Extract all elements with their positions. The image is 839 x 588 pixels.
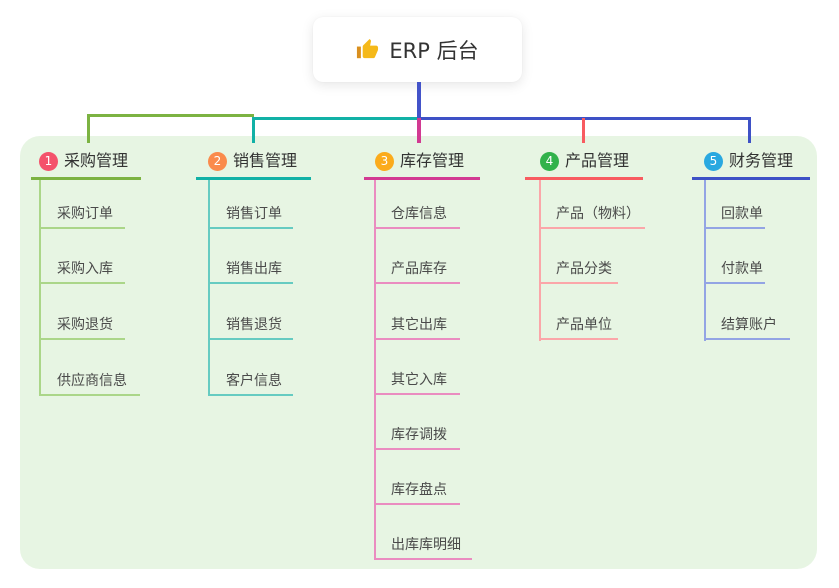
- connector-drop-sales: [252, 117, 255, 143]
- child-node[interactable]: 客户信息: [226, 373, 282, 389]
- spine-purchase: [39, 180, 41, 396]
- child-underline: [208, 338, 293, 340]
- child-node[interactable]: 付款单: [721, 261, 763, 277]
- branch-badge-finance: 5: [704, 152, 723, 171]
- child-underline: [374, 282, 460, 284]
- root-title: ERP 后台: [389, 38, 479, 63]
- branch-underline-inventory: [364, 177, 480, 180]
- connector-bus-finance: [419, 117, 751, 120]
- branch-badge-purchase: 1: [39, 152, 58, 171]
- child-node[interactable]: 销售退货: [226, 317, 282, 333]
- child-underline: [39, 282, 125, 284]
- child-node[interactable]: 回款单: [721, 206, 763, 222]
- root-node[interactable]: ERP 后台: [313, 17, 522, 82]
- connector-root-stem: [417, 82, 421, 120]
- spine-inventory: [374, 180, 376, 560]
- mindmap-panel: [20, 136, 817, 569]
- connector-bus-purchase: [87, 114, 254, 117]
- child-node[interactable]: 库存调拨: [391, 427, 447, 443]
- spine-product: [539, 180, 541, 341]
- spine-finance: [704, 180, 706, 341]
- branch-badge-sales: 2: [208, 152, 227, 171]
- child-node[interactable]: 库存盘点: [391, 482, 447, 498]
- branch-underline-purchase: [31, 177, 141, 180]
- branch-underline-product: [525, 177, 643, 180]
- connector-drop-finance: [748, 117, 751, 143]
- child-underline: [39, 338, 125, 340]
- thumbs-up-icon: [357, 38, 379, 59]
- child-underline: [39, 227, 125, 229]
- child-underline: [208, 227, 293, 229]
- child-node[interactable]: 结算账户: [721, 317, 777, 333]
- child-underline: [374, 503, 460, 505]
- spine-sales: [208, 180, 210, 396]
- branch-badge-inventory: 3: [375, 152, 394, 171]
- child-underline: [539, 282, 618, 284]
- branch-badge-product: 4: [540, 152, 559, 171]
- branch-title-finance[interactable]: 财务管理: [729, 151, 794, 170]
- child-node[interactable]: 销售出库: [226, 261, 282, 277]
- connector-drop-purchase: [87, 114, 90, 143]
- connector-drop-inventory: [417, 118, 421, 143]
- connector-bus-sales: [252, 117, 419, 120]
- child-node[interactable]: 产品分类: [556, 261, 612, 277]
- child-node[interactable]: 采购订单: [57, 206, 113, 222]
- branch-title-purchase[interactable]: 采购管理: [64, 151, 129, 170]
- connector-drop-product: [582, 118, 585, 143]
- child-underline: [704, 282, 765, 284]
- child-node[interactable]: 产品（物料）: [556, 206, 640, 222]
- child-node[interactable]: 供应商信息: [57, 373, 127, 389]
- branch-title-inventory[interactable]: 库存管理: [400, 151, 465, 170]
- branch-underline-finance: [692, 177, 810, 180]
- child-node[interactable]: 采购入库: [57, 261, 113, 277]
- child-node[interactable]: 其它入库: [391, 372, 447, 388]
- branch-underline-sales: [196, 177, 311, 180]
- child-node[interactable]: 出库库明细: [391, 537, 461, 553]
- child-underline: [208, 282, 293, 284]
- child-underline: [704, 338, 790, 340]
- child-node[interactable]: 采购退货: [57, 317, 113, 333]
- branch-title-sales[interactable]: 销售管理: [233, 151, 298, 170]
- child-underline: [208, 394, 293, 396]
- child-node[interactable]: 销售订单: [226, 206, 282, 222]
- branch-title-product[interactable]: 产品管理: [565, 151, 630, 170]
- child-underline: [374, 338, 460, 340]
- child-node[interactable]: 其它出库: [391, 317, 447, 333]
- child-underline: [539, 338, 618, 340]
- child-underline: [539, 227, 645, 229]
- child-underline: [39, 394, 140, 396]
- child-underline: [704, 227, 765, 229]
- child-node[interactable]: 产品库存: [391, 261, 447, 277]
- child-node[interactable]: 产品单位: [556, 317, 612, 333]
- child-underline: [374, 448, 460, 450]
- child-underline: [374, 558, 472, 560]
- child-underline: [374, 227, 460, 229]
- child-node[interactable]: 仓库信息: [391, 206, 447, 222]
- child-underline: [374, 393, 460, 395]
